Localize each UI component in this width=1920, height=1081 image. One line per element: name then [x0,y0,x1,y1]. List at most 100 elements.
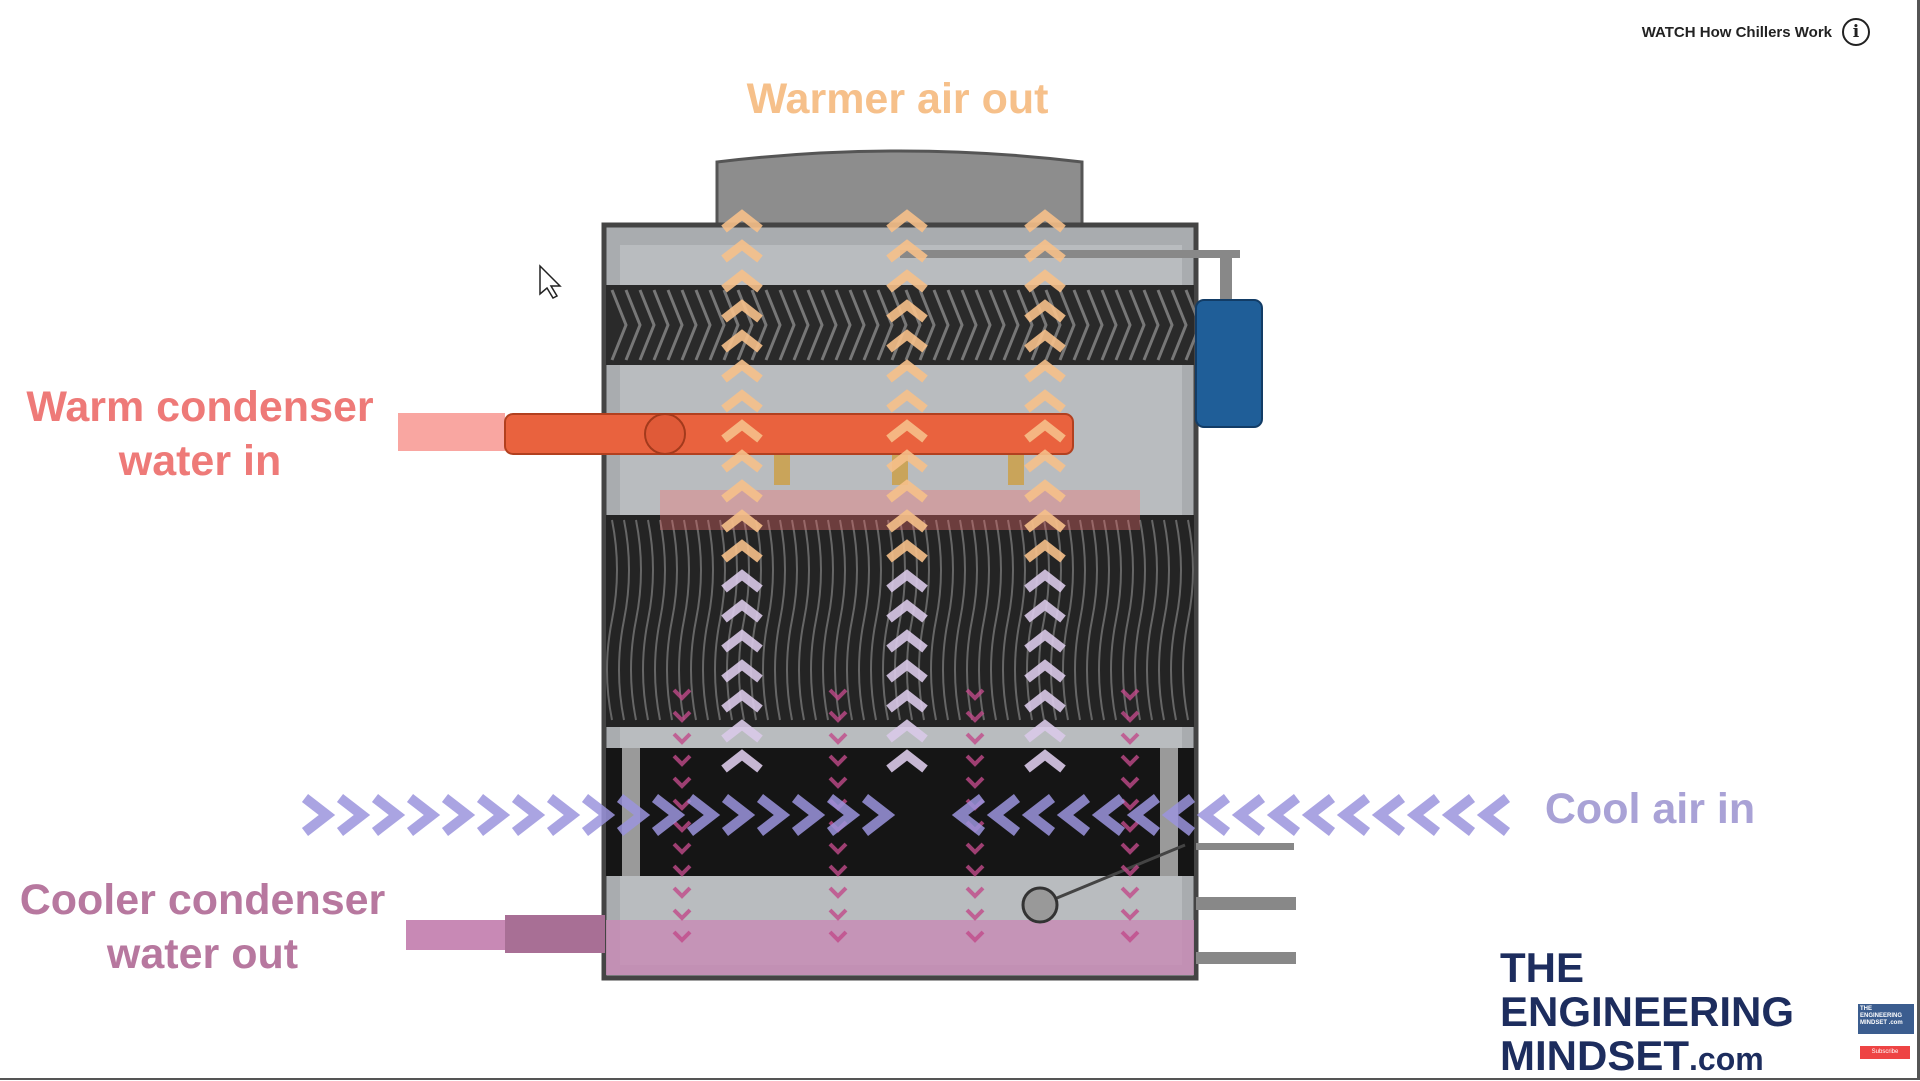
air-out-arrow [886,269,928,293]
louver-blade [778,289,796,361]
water-down-arrow [1120,820,1140,833]
water-down-arrow [828,930,848,943]
air-out-arrow [721,539,763,563]
air-out-arrow [886,689,928,713]
cool-air-arrow [616,794,651,836]
louver-blade [624,289,642,361]
warmer-air-out-label: Warmer air out [746,75,1049,123]
air-out-arrow [1024,599,1066,623]
cooler-label-line2: water out [106,930,299,978]
water-down-arrow [828,886,848,899]
subscribe-button[interactable]: Subscribe [1860,1046,1910,1059]
watch-card-link[interactable]: WATCH How Chillers Work i [1642,18,1870,46]
cool-air-arrow [406,794,441,836]
louver-blade [764,289,782,361]
cool-air-arrow [1441,794,1476,836]
fill-sheet [930,519,942,721]
pipe-flange [644,413,686,455]
logo-line3: MINDSET [1500,1032,1689,1079]
logo-suffix: .com [1689,1041,1764,1077]
air-out-arrow [721,509,763,533]
water-down-arrow [965,710,985,723]
air-out-arrow [886,209,928,233]
louver-blade [806,289,824,361]
fill-sheet [798,519,810,721]
water-down-arrow [1120,886,1140,899]
water-down-arrow [672,798,692,811]
air-out-arrow [1024,329,1066,353]
water-down-arrow [672,710,692,723]
fill-sheet [834,519,846,721]
louver-blade [694,289,712,361]
channel-badge[interactable]: THE ENGINEERING MINDSET .com [1858,1004,1914,1034]
cool-outlet-pipe-stub [406,920,506,950]
water-down-arrow [828,908,848,921]
info-icon[interactable]: i [1842,18,1870,46]
cool-air-arrow [986,794,1021,836]
air-out-arrow [1024,629,1066,653]
water-down-arrow [828,776,848,789]
water-down-arrow [965,886,985,899]
water-down-arrow [672,776,692,789]
fill-sheet [786,519,798,721]
air-out-arrow [886,569,928,593]
water-down-arrow [828,864,848,877]
louver-blade [1142,289,1160,361]
frame-bottom [0,1078,1920,1080]
fill-sheet [954,519,966,721]
air-out-arrow [721,299,763,323]
cooler-water-out-label: Cooler condenser water out [0,873,405,981]
watch-label[interactable]: WATCH How Chillers Work [1641,23,1832,41]
louver-blade [1030,289,1048,361]
float-arm [1039,843,1186,907]
air-out-arrow [721,569,763,593]
louver-blade [862,289,880,361]
fill-sheet [1146,519,1158,721]
air-out-arrow [1024,749,1066,773]
louver-blade [848,289,866,361]
logo-line3-row: MINDSET.com [1500,1034,1794,1081]
water-down-arrow [1120,842,1140,855]
cool-air-arrow [791,794,826,836]
fill-sheet [1158,519,1170,721]
fill-sheet [714,519,726,721]
cool-air-arrow [721,794,756,836]
air-out-arrow [721,209,763,233]
louver-blade [1128,289,1146,361]
float-valve [1021,886,1059,924]
fan-housing [715,149,1084,230]
air-out-arrow [721,719,763,743]
water-down-arrow [828,754,848,767]
brand-logo: THE ENGINEERING MINDSET.com [1500,946,1794,1081]
water-down-arrow [965,776,985,789]
logo-line2: ENGINEERING [1500,988,1795,1035]
louver-blade [792,289,810,361]
louver-blade [1114,289,1132,361]
louver-blade [820,289,838,361]
air-out-arrow [1024,239,1066,263]
cool-air-arrow [1371,794,1406,836]
air-out-arrow [886,389,928,413]
air-out-arrow [1024,479,1066,503]
louver-blade [988,289,1006,361]
louver-blade [1170,289,1188,361]
cool-air-arrow [301,794,336,836]
cool-air-in-label: Cool air in [1544,785,1756,833]
water-down-arrow [1120,754,1140,767]
cool-air-arrow [1056,794,1091,836]
air-out-arrow [886,629,928,653]
air-out-arrow [1024,299,1066,323]
air-out-arrow [721,269,763,293]
water-down-arrow [965,864,985,877]
louver-blade [1072,289,1090,361]
fill-sheet [870,519,882,721]
cool-air-arrow [1336,794,1371,836]
fill-sheet [702,519,714,721]
fill-sheet [1110,519,1122,721]
warm-inlet-pipe-stub [398,413,505,451]
air-out-arrow [1024,569,1066,593]
louver-blade [876,289,894,361]
louver-blade [974,289,992,361]
spray-header-pipe [504,413,1074,455]
side-pipe [1196,952,1296,964]
